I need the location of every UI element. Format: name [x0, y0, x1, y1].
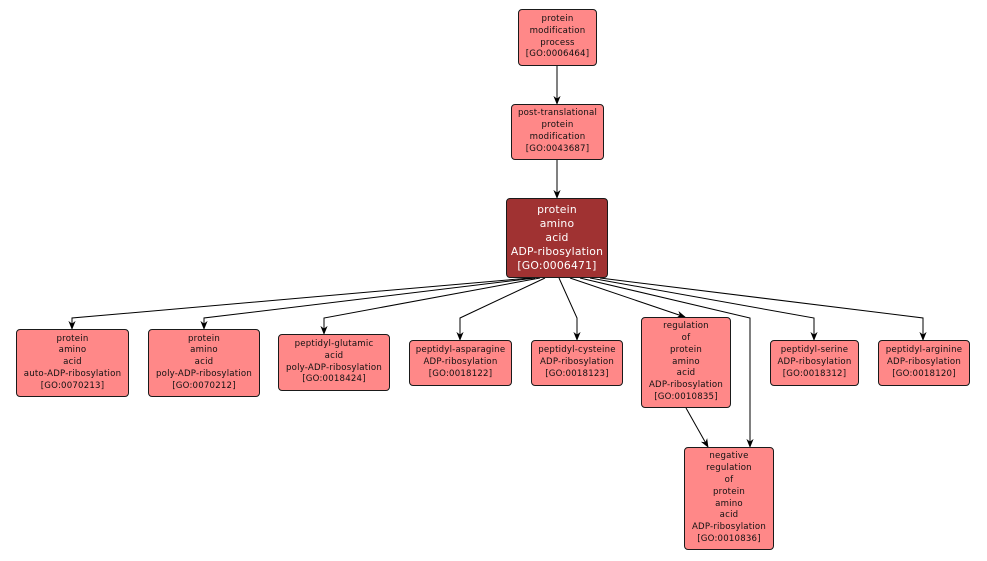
node-label: protein amino acid poly-ADP-ribosylation… [155, 333, 253, 391]
go-node-0010835[interactable]: regulation of protein amino acid ADP-rib… [641, 317, 731, 408]
edge-GO0006471-to-GO0070212 [200, 277, 536, 330]
go-node-0018424[interactable]: peptidyl-glutamic acid poly-ADP-ribosyla… [278, 334, 390, 391]
node-label: peptidyl-arginine ADP-ribosylation [GO:0… [885, 345, 963, 379]
go-node-0006471-focus[interactable]: protein amino acid ADP-ribosylation [GO:… [506, 198, 608, 278]
edge-GO0006471-to-GO0018122 [456, 277, 546, 341]
node-label: peptidyl-asparagine ADP-ribosylation [GO… [415, 345, 506, 379]
node-label: regulation of protein amino acid ADP-rib… [648, 321, 724, 402]
go-node-0006464[interactable]: protein modification process [GO:0006464… [518, 9, 597, 66]
go-node-0018123[interactable]: peptidyl-cysteine ADP-ribosylation [GO:0… [531, 340, 623, 386]
go-node-0010836[interactable]: negative regulation of protein amino aci… [684, 447, 774, 550]
node-label: post-translational protein modification … [517, 108, 598, 154]
go-node-0018122[interactable]: peptidyl-asparagine ADP-ribosylation [GO… [409, 340, 512, 386]
edge-GO0006471-to-GO0018120 [599, 277, 927, 341]
edge-GO0006471-to-GO0010835 [569, 277, 686, 318]
edge-GO0006471-to-GO0018424 [320, 277, 541, 335]
edge-GO0006471-to-GO0018123 [558, 277, 581, 341]
node-label: protein amino acid ADP-ribosylation [GO:… [510, 203, 604, 272]
go-node-0070212[interactable]: protein amino acid poly-ADP-ribosylation… [148, 329, 260, 397]
edge-GO0006471-to-GO0018312 [589, 277, 818, 341]
node-label: peptidyl-cysteine ADP-ribosylation [GO:0… [538, 345, 616, 379]
edge-GO0006471-to-GO0010836 [579, 277, 754, 448]
node-label: negative regulation of protein amino aci… [691, 451, 767, 544]
edge-GO0010835-to-GO0010836 [685, 407, 709, 448]
node-label: protein amino acid auto-ADP-ribosylation… [23, 333, 122, 391]
node-label: peptidyl-serine ADP-ribosylation [GO:001… [777, 345, 852, 379]
go-node-0043687[interactable]: post-translational protein modification … [511, 104, 604, 160]
node-label: protein modification process [GO:0006464… [525, 13, 590, 60]
go-node-0070213[interactable]: protein amino acid auto-ADP-ribosylation… [16, 329, 129, 397]
go-node-0018120[interactable]: peptidyl-arginine ADP-ribosylation [GO:0… [878, 340, 970, 386]
go-node-0018312[interactable]: peptidyl-serine ADP-ribosylation [GO:001… [770, 340, 859, 386]
node-label: peptidyl-glutamic acid poly-ADP-ribosyla… [285, 338, 383, 385]
edge-GO0006471-to-GO0070213 [68, 277, 531, 330]
